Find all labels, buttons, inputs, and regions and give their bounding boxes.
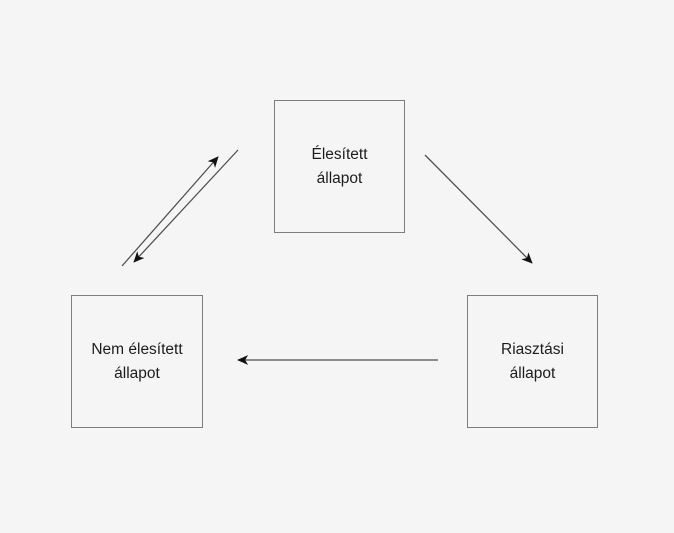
state-node-disarmed-label: Nem élesített állapot [72,338,202,386]
state-node-armed-label-line2: állapot [316,169,363,187]
state-node-armed[interactable]: Élesített állapot [274,100,405,233]
state-node-armed-label: Élesített állapot [312,143,368,191]
state-node-alarm-label-line2: állapot [509,364,556,382]
state-node-disarmed-label-line1: Nem élesített [91,340,183,358]
edge-armed-to-alarm [424,154,533,264]
state-node-disarmed-label-line2: állapot [114,364,160,382]
edge-armed-to-disarmed [133,149,239,263]
state-node-alarm-label-line1: Riasztási [501,340,564,358]
state-node-armed-label-line1: Élesített [311,145,368,163]
state-node-disarmed[interactable]: Nem élesített állapot [71,295,203,428]
state-node-alarm[interactable]: Riasztási állapot [467,295,598,428]
state-node-alarm-label: Riasztási állapot [501,338,564,386]
edge-disarmed-to-armed [121,156,219,267]
